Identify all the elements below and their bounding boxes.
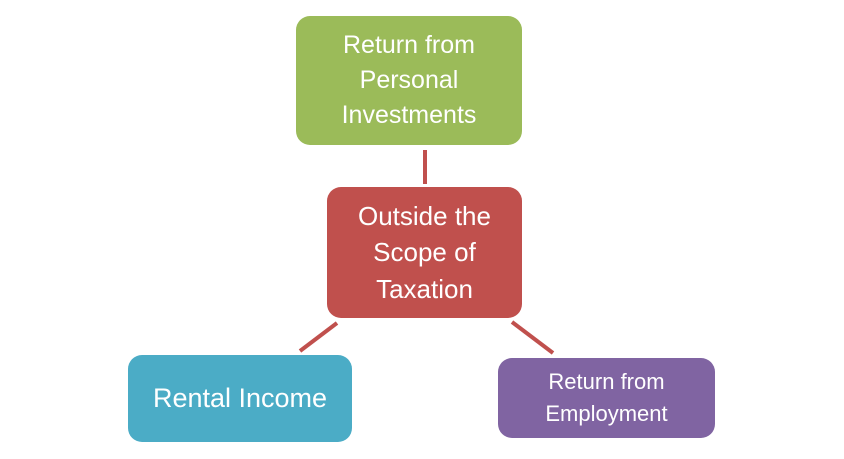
node-outside-scope-of-taxation: Outside the Scope of Taxation xyxy=(327,187,522,318)
node-personal-investments: Return from Personal Investments xyxy=(296,16,522,145)
node-label: Return from Employment xyxy=(545,369,668,426)
node-label: Return from Personal Investments xyxy=(341,31,477,129)
node-label: Rental Income xyxy=(152,382,328,413)
connector-right xyxy=(510,320,555,355)
node-return-from-employment: Return from Employment xyxy=(498,358,715,438)
connector-left xyxy=(298,321,339,353)
node-rental-income: Rental Income xyxy=(128,355,352,442)
node-label: Outside the Scope of Taxation xyxy=(358,200,491,304)
